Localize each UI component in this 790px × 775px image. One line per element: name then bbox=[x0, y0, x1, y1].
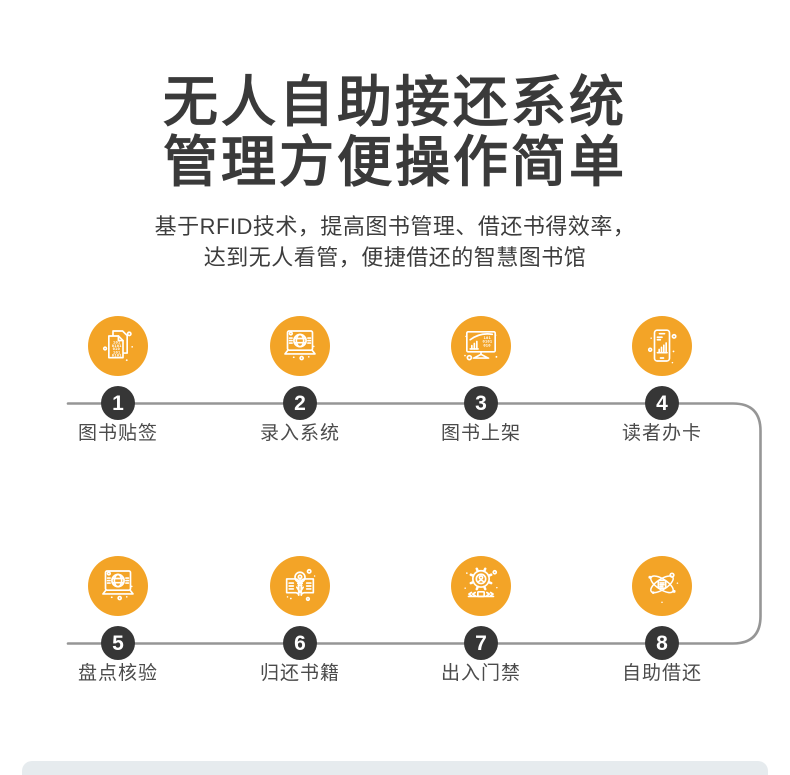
page-subtitle: 基于RFID技术，提高图书管理、借还书得效率， 达到无人看管，便捷借还的智慧图书… bbox=[0, 211, 790, 273]
svg-text:101: 101 bbox=[113, 340, 121, 345]
laptop-globe-icon bbox=[284, 330, 316, 361]
step-8-number: 8 bbox=[656, 631, 668, 655]
flow-step-5: 5 盘点核验 bbox=[38, 556, 198, 685]
step-7-icon-circle bbox=[451, 556, 511, 616]
page-title: 无人自助接还系统 管理方便操作简单 bbox=[0, 72, 790, 192]
step-5-number: 5 bbox=[112, 631, 124, 655]
subtitle-line-2: 达到无人看管，便捷借还的智慧图书馆 bbox=[203, 245, 587, 270]
atom-orbit-book-icon bbox=[648, 572, 679, 603]
next-section-top-edge bbox=[22, 761, 768, 775]
step-2-label: 录入系统 bbox=[259, 423, 340, 444]
step-4-icon-circle bbox=[632, 316, 692, 376]
monitor-data-icon: 101 0101 010 bbox=[464, 331, 498, 361]
step-6-label: 归还书籍 bbox=[259, 663, 340, 684]
step-7-number: 7 bbox=[475, 631, 487, 655]
step-5-icon-circle bbox=[88, 556, 148, 616]
svg-text:0101: 0101 bbox=[112, 343, 122, 348]
step-2-number-badge: 2 bbox=[283, 386, 317, 420]
step-7-label: 出入门禁 bbox=[440, 663, 521, 684]
step-4-number-badge: 4 bbox=[645, 386, 679, 420]
flow-step-3: 101 0101 010 3 图书上架 bbox=[401, 316, 561, 445]
step-2-icon-circle bbox=[270, 316, 330, 376]
svg-text:0101: 0101 bbox=[112, 353, 122, 358]
step-3-number-badge: 3 bbox=[464, 386, 498, 420]
step-3-label: 图书上架 bbox=[440, 423, 521, 444]
laptop-globe-icon bbox=[102, 570, 134, 601]
book-bulb-icon bbox=[285, 568, 316, 602]
step-3-number: 3 bbox=[475, 391, 487, 415]
title-line-1: 无人自助接还系统 bbox=[162, 71, 627, 133]
gear-person-icon bbox=[464, 567, 498, 598]
flow-connector-line bbox=[66, 402, 762, 645]
svg-text:0101: 0101 bbox=[483, 339, 493, 344]
flow-step-7: 7 出入门禁 bbox=[401, 556, 561, 685]
flow-step-4: 4 读者办卡 bbox=[582, 316, 742, 445]
step-6-icon-circle bbox=[270, 556, 330, 616]
step-6-number: 6 bbox=[294, 631, 306, 655]
step-8-icon-circle bbox=[632, 556, 692, 616]
binary-documents-icon: 101 0101 010 101 0101 bbox=[102, 330, 133, 362]
svg-text:101: 101 bbox=[484, 335, 492, 340]
step-1-label: 图书贴签 bbox=[77, 423, 158, 444]
connector-path bbox=[66, 402, 762, 645]
svg-text:010: 010 bbox=[113, 346, 121, 351]
phone-chart-icon bbox=[647, 329, 677, 364]
step-3-icon-circle: 101 0101 010 bbox=[451, 316, 511, 376]
subtitle-line-1: 基于RFID技术，提高图书管理、借还书得效率， bbox=[154, 214, 636, 239]
svg-text:101: 101 bbox=[113, 350, 121, 355]
step-1-number: 1 bbox=[112, 391, 124, 415]
step-1-number-badge: 1 bbox=[101, 386, 135, 420]
step-1-icon-circle: 101 0101 010 101 0101 bbox=[88, 316, 148, 376]
step-4-label: 读者办卡 bbox=[621, 423, 702, 444]
step-8-label: 自助借还 bbox=[621, 663, 702, 684]
title-line-2: 管理方便操作简单 bbox=[162, 131, 627, 193]
flow-step-8: 8 自助借还 bbox=[582, 556, 742, 685]
process-flow-diagram: 101 0101 010 101 0101 1 图书贴签 bbox=[0, 300, 790, 700]
hero-section: 无人自助接还系统 管理方便操作简单 基于RFID技术，提高图书管理、借还书得效率… bbox=[0, 72, 790, 273]
step-2-number: 2 bbox=[294, 391, 306, 415]
step-7-number-badge: 7 bbox=[464, 626, 498, 660]
step-6-number-badge: 6 bbox=[283, 626, 317, 660]
step-5-number-badge: 5 bbox=[101, 626, 135, 660]
svg-text:010: 010 bbox=[483, 342, 491, 347]
step-5-label: 盘点核验 bbox=[77, 663, 158, 684]
step-4-number: 4 bbox=[656, 391, 668, 415]
flow-step-6: 6 归还书籍 bbox=[220, 556, 380, 685]
step-8-number-badge: 8 bbox=[645, 626, 679, 660]
flow-step-1: 101 0101 010 101 0101 1 图书贴签 bbox=[38, 316, 198, 445]
flow-step-2: 2 录入系统 bbox=[220, 316, 380, 445]
